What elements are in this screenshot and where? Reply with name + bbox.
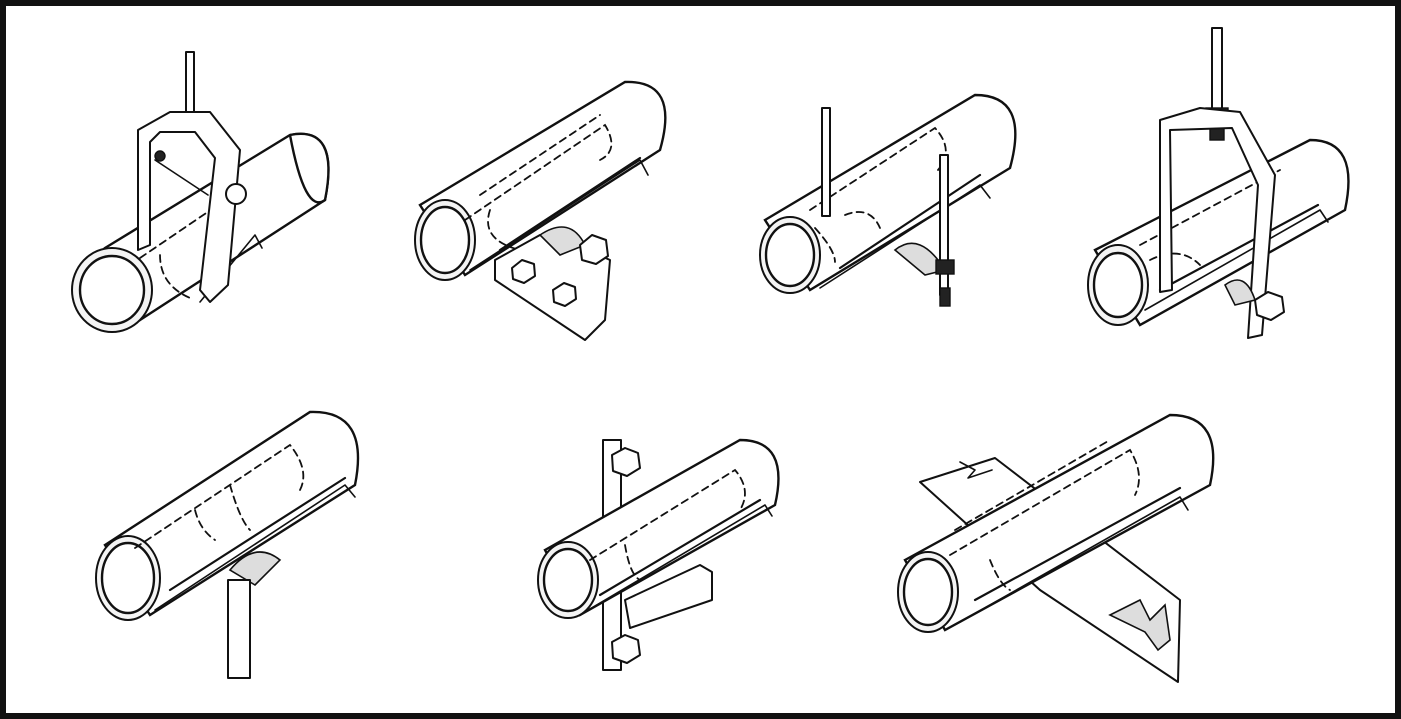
pipe-shield-in-u-strap-hanger-icon	[1087, 27, 1350, 339]
pipe-shield-on-post-support-icon	[95, 410, 360, 679]
pipe-shield-on-angle-bracket-icon	[414, 80, 667, 341]
pipe-shield-on-steel-beam-icon	[897, 413, 1215, 683]
pipe-shield-on-rod-hanger-icon	[759, 93, 1017, 307]
pipe-shield-on-wall-bracket-icon	[537, 438, 780, 671]
pipe-hanger-clevis-icon	[71, 51, 330, 333]
